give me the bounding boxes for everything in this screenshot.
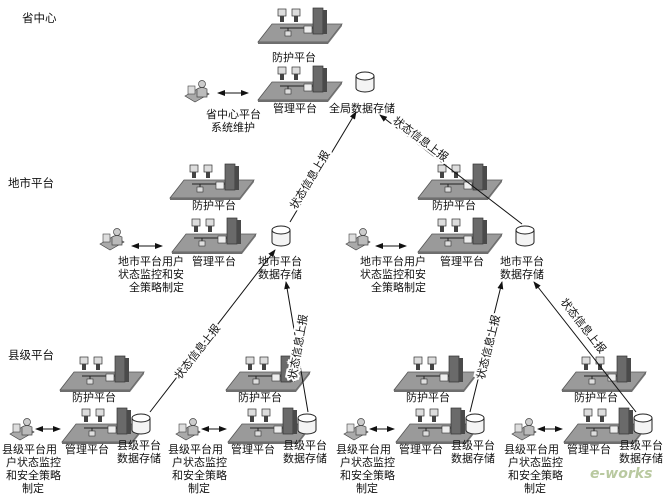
manage-platform-label: 管理平台 bbox=[231, 442, 275, 456]
protect-platform-label: 防护平台 bbox=[574, 390, 618, 404]
user-label-line: 户状态监控 bbox=[172, 455, 227, 469]
manage-platform-label: 管理平台 bbox=[192, 254, 236, 268]
report-label: 状态信息上报 bbox=[558, 295, 610, 356]
user-label-line: 省中心平台 bbox=[206, 107, 261, 121]
report-label: 状态信息上报 bbox=[390, 113, 451, 164]
user-label-line: 户状态监控 bbox=[508, 455, 563, 469]
storage-label-line: 数据存储 bbox=[451, 451, 495, 465]
user-label-line: 地市平台用户 bbox=[118, 254, 184, 268]
report-arrow bbox=[289, 111, 357, 223]
report-arrow bbox=[284, 281, 309, 413]
county-platform: 防护平台 管理平台 县级平台 数据存储 县级平台用 户状态监控 和安全策略 制定 bbox=[2, 355, 161, 495]
county-platform: 防护平台 管理平台 县级平台 数据存储 县级平台用 户状态监控 和安全策略 制定 bbox=[504, 355, 663, 495]
user-label-line: 制定 bbox=[524, 481, 546, 495]
report-label: 状态信息上报 bbox=[473, 313, 503, 380]
level-label-city: 地市平台 bbox=[8, 176, 54, 190]
county-platform: 防护平台 管理平台 县级平台 数据存储 县级平台用 户状态监控 和安全策略 制定 bbox=[168, 355, 327, 495]
watermark-logo: e-works bbox=[590, 466, 652, 482]
manage-platform-label: 管理平台 bbox=[65, 442, 109, 456]
level-label-county: 县级平台 bbox=[8, 348, 54, 362]
report-label: 状态信息上报 bbox=[171, 321, 223, 382]
user-label-line: 全策略制定 bbox=[371, 280, 426, 294]
database-icon bbox=[355, 71, 375, 93]
manage-platform-icon bbox=[257, 65, 343, 103]
database-icon bbox=[131, 413, 151, 435]
storage-label-line: 县级平台 bbox=[619, 438, 663, 452]
manage-platform-icon bbox=[417, 217, 503, 255]
global-storage-label: 全局数据存储 bbox=[329, 101, 395, 115]
protect-platform-label: 防护平台 bbox=[72, 390, 116, 404]
report-label: 状态信息上报 bbox=[287, 148, 333, 212]
storage-label-line: 地市平台 bbox=[500, 254, 544, 268]
user-label-line: 和安全策略 bbox=[508, 468, 563, 482]
city-platform-left: 防护平台 管理平台 地市平台 数据存储 地市平台用户 状态监控和安 全策略制定 bbox=[99, 163, 302, 294]
user-label-line: 系统维护 bbox=[211, 120, 255, 134]
user-icon bbox=[511, 418, 537, 441]
city-platform-right: 防护平台 管理平台 地市平台 数据存储 地市平台用户 状态监控和安 全策略制定 bbox=[345, 163, 544, 294]
database-icon bbox=[633, 413, 653, 435]
manage-platform-label: 管理平台 bbox=[273, 101, 317, 115]
user-label-line: 制定 bbox=[22, 481, 44, 495]
user-label-line: 县级平台用 bbox=[2, 442, 57, 456]
protect-platform-icon bbox=[561, 355, 647, 393]
storage-label-line: 数据存储 bbox=[117, 451, 161, 465]
report-label: 状态信息上报 bbox=[285, 313, 310, 380]
user-label-line: 状态监控和安 bbox=[360, 267, 426, 281]
user-icon bbox=[345, 228, 371, 251]
database-icon bbox=[515, 225, 535, 247]
manage-platform-label: 管理平台 bbox=[567, 442, 611, 456]
user-label-line: 县级平台用 bbox=[168, 442, 223, 456]
county-platform: 防护平台 管理平台 县级平台 数据存储 县级平台用 户状态监控 和安全策略 制定 bbox=[336, 355, 495, 495]
storage-label-line: 县级平台 bbox=[117, 438, 161, 452]
protect-platform-label: 防护平台 bbox=[406, 390, 450, 404]
user-label-line: 户状态监控 bbox=[6, 455, 61, 469]
protect-platform-label: 防护平台 bbox=[272, 50, 316, 64]
storage-label-line: 县级平台 bbox=[283, 438, 327, 452]
user-label-line: 状态监控和安 bbox=[118, 267, 184, 281]
user-label-line: 和安全策略 bbox=[6, 468, 61, 482]
protect-platform-label: 防护平台 bbox=[192, 198, 236, 212]
storage-label-line: 数据存储 bbox=[500, 267, 544, 281]
user-icon bbox=[175, 418, 201, 441]
report-arrow bbox=[149, 249, 276, 413]
user-icon bbox=[9, 418, 35, 441]
user-label-line: 和安全策略 bbox=[172, 468, 227, 482]
storage-label-line: 数据存储 bbox=[619, 451, 663, 465]
database-icon bbox=[297, 413, 317, 435]
manage-platform-icon bbox=[171, 217, 257, 255]
protect-platform-label: 防护平台 bbox=[238, 390, 282, 404]
report-arrow bbox=[469, 281, 504, 413]
report-arrow bbox=[533, 281, 637, 413]
user-label-line: 制定 bbox=[188, 481, 210, 495]
user-label-line: 和安全策略 bbox=[340, 468, 395, 482]
storage-label-line: 地市平台 bbox=[258, 254, 302, 268]
user-icon bbox=[99, 228, 125, 251]
manage-platform-label: 管理平台 bbox=[399, 442, 443, 456]
user-label-line: 县级平台用 bbox=[336, 442, 391, 456]
protect-platform-icon bbox=[169, 163, 255, 201]
level-label-province: 省中心 bbox=[22, 11, 57, 25]
protect-platform-icon bbox=[417, 163, 503, 201]
protect-platform-icon bbox=[59, 355, 145, 393]
user-label-line: 县级平台用 bbox=[504, 442, 559, 456]
protect-platform-label: 防护平台 bbox=[432, 198, 476, 212]
user-label-line: 全策略制定 bbox=[129, 280, 184, 294]
protect-platform-icon bbox=[393, 355, 479, 393]
user-icon bbox=[343, 418, 369, 441]
manage-platform-label: 管理平台 bbox=[440, 254, 484, 268]
user-label-line: 制定 bbox=[356, 481, 378, 495]
storage-label-line: 数据存储 bbox=[283, 451, 327, 465]
report-arrow bbox=[379, 114, 523, 225]
province-center: 防护平台 管理平台 全局数据存储 省中心平台 系统维护 bbox=[184, 7, 395, 134]
database-icon bbox=[465, 413, 485, 435]
storage-label-line: 数据存储 bbox=[258, 267, 302, 281]
database-icon bbox=[271, 225, 291, 247]
storage-label-line: 县级平台 bbox=[451, 438, 495, 452]
user-label-line: 地市平台用户 bbox=[360, 254, 426, 268]
protect-platform-icon bbox=[257, 7, 343, 45]
user-icon bbox=[184, 80, 210, 103]
user-label-line: 户状态监控 bbox=[340, 455, 395, 469]
